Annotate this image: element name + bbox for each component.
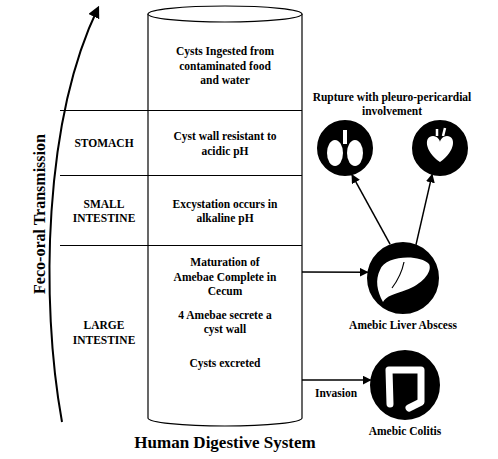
flow-arrow: [416, 174, 432, 245]
stage-text: Cysts excreted: [190, 356, 261, 370]
liver-line: [392, 262, 404, 288]
region-label: SMALL INTESTINE: [60, 197, 148, 226]
stage-text: Cyst wall resistant to acidic pH: [172, 129, 278, 158]
edge-label: Invasion: [296, 386, 376, 400]
text-cell: Cysts excreted: [148, 346, 302, 380]
tract-band: STOMACH Cyst wall resistant to acidic pH: [60, 110, 302, 175]
diagram-title: Human Digestive System: [100, 432, 350, 453]
cylinder-top: [148, 6, 302, 22]
complication-note: Rupture with pleuro-pericardial involvem…: [302, 90, 482, 119]
cylinder-bottom: [148, 418, 302, 426]
circle-shape: [414, 122, 467, 175]
lung: [347, 140, 363, 166]
organ-circle: Amebic Colitis: [370, 350, 440, 420]
text-cell: STOMACH: [60, 111, 148, 176]
heart-shape: [427, 136, 453, 162]
organ-circle: [317, 120, 373, 176]
cylinder-side: [147, 14, 148, 418]
circle-shape: [369, 244, 438, 313]
colon-shape: [389, 370, 421, 408]
flow-arrow: [302, 271, 368, 273]
region-label: STOMACH: [74, 136, 133, 150]
circle-outline: [317, 120, 373, 176]
heart-vessel: [437, 128, 445, 136]
text-cell: 4 Amebae secrete a cyst wall: [148, 304, 302, 340]
stage-text: Excystation occurs in alkaline pH: [172, 197, 278, 226]
tract-band: SMALL INTESTINE Excystation occurs in alk…: [60, 175, 302, 245]
tract-band: LARGE INTESTINE Maturation of Amebae Comp…: [60, 245, 302, 418]
lung: [327, 140, 343, 166]
liver-icon: [377, 257, 430, 302]
stage-text: Maturation of Amebae Complete in Cecum: [172, 255, 278, 298]
heart-icon: [427, 128, 453, 162]
flow-arrow: [302, 379, 371, 381]
region-label: LARGE INTESTINE: [73, 318, 136, 347]
outcome-label: Amebic Liver Abscess: [317, 318, 489, 332]
circle-outline: [370, 350, 440, 420]
text-cell: Excystation occurs in alkaline pH: [148, 176, 302, 246]
outcome-label: Amebic Colitis: [320, 424, 490, 438]
trachea: [343, 130, 347, 144]
text-cell: Cysts Ingested from contaminated food an…: [148, 22, 302, 110]
organ-circle: Amebic Liver Abscess: [367, 242, 439, 314]
text-cell: Maturation of Amebae Complete in Cecum: [148, 254, 302, 300]
circle-shape: [372, 352, 439, 419]
flow-arrow: [352, 175, 390, 244]
tract-band: Cysts Ingested from contaminated food an…: [148, 22, 302, 110]
text-cell: LARGE INTESTINE: [60, 246, 148, 419]
text-cell: SMALL INTESTINE: [60, 176, 148, 246]
circle-shape: [319, 122, 372, 175]
text-cell: Cyst wall resistant to acidic pH: [148, 111, 302, 176]
liver-shape: [377, 257, 430, 302]
colon-icon: [389, 370, 421, 408]
circle-outline: [412, 120, 468, 176]
stage-text: 4 Amebae secrete a cyst wall: [172, 308, 278, 337]
circle-outline: [367, 242, 439, 314]
lungs-icon: [327, 130, 363, 166]
stage-text: Cysts Ingested from contaminated food an…: [174, 44, 276, 87]
transmission-label: Feco-oral Transmission: [30, 114, 50, 314]
organ-circle: [412, 120, 468, 176]
cylinder-side: [301, 14, 302, 418]
